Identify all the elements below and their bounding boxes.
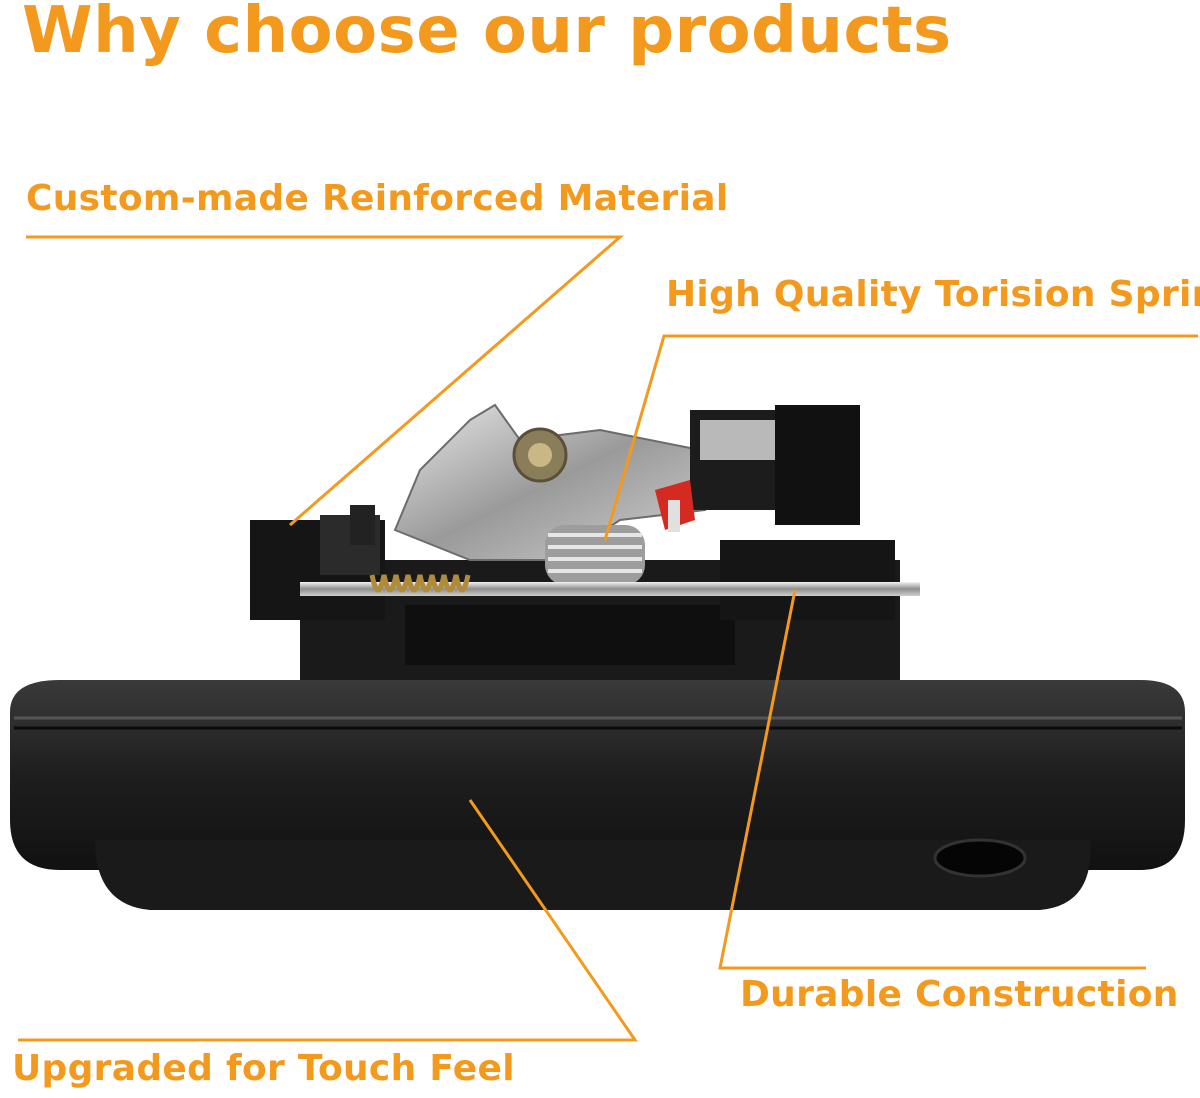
coil-spring [369,574,471,593]
torsion-spring [545,525,645,585]
red-clip [655,480,695,532]
metal-bracket [393,403,707,561]
callout-touch-feel: Upgraded for Touch Feel [12,1048,515,1089]
left-clip-block [250,505,385,620]
callout-lines [18,235,1198,1042]
callout-durable-construction: Durable Construction [740,974,1179,1015]
page-title: Why choose our products [22,0,952,68]
right-latch-block [690,405,895,620]
handle-body [10,680,1185,910]
callout-torsion-spring: High Quality Torision Spring [666,274,1200,315]
callout-reinforced-material: Custom-made Reinforced Material [26,178,729,219]
